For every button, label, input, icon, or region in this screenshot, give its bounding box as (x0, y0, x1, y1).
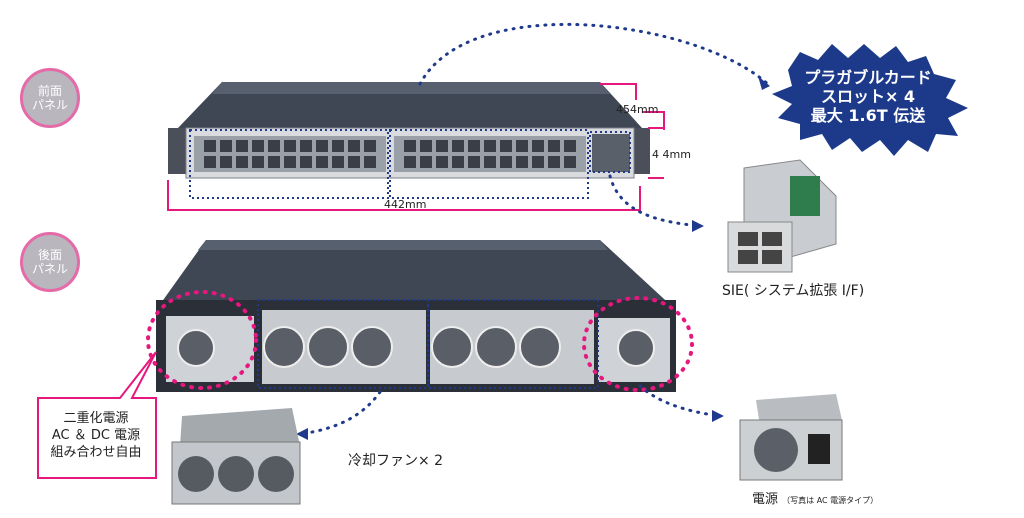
psu-label-note: （写真は AC 電源タイプ） (782, 496, 879, 505)
depth-line (600, 83, 637, 100)
port (500, 140, 512, 152)
port (284, 140, 296, 152)
port (220, 140, 232, 152)
fan-label: 冷却ファン× 2 (348, 453, 444, 469)
port (532, 156, 544, 168)
port (364, 140, 376, 152)
port (204, 156, 216, 168)
rear-fans (177, 326, 655, 368)
port (548, 156, 560, 168)
width-dimension: 442mm (384, 198, 427, 211)
port (268, 156, 280, 168)
fan-tray-image (171, 408, 301, 505)
fan-icon (307, 326, 349, 368)
sie-label: SIE( システム拡張 I/F) (722, 283, 865, 299)
port (420, 156, 432, 168)
psu-highlight-left (146, 290, 258, 390)
cloud-line-2: スロット× 4 (820, 87, 916, 106)
redundancy-line-3: 組み合わせ自由 (50, 445, 142, 460)
sie-outline (589, 131, 631, 173)
depth-dimension: 454mm (616, 103, 659, 116)
redundancy-line-2: AC ＆ DC 電源 (51, 428, 141, 443)
slot-cloud-shape (772, 44, 968, 156)
slot-cloud-text: プラガブルカード スロット× 4 最大 1.6T 伝送 (778, 68, 958, 125)
psu-highlight-right (582, 296, 694, 392)
psu-label-main: 電源 (752, 492, 779, 507)
port (284, 156, 296, 168)
psu-arrow (638, 384, 722, 418)
port (516, 140, 528, 152)
fan-arrow (298, 390, 382, 436)
rear-panel-label-text: 後面 パネル (31, 248, 68, 276)
port (348, 140, 360, 152)
port (468, 140, 480, 152)
rear-chassis (156, 240, 676, 392)
port (300, 140, 312, 152)
port (364, 156, 376, 168)
fan-icon (263, 326, 305, 368)
port (268, 140, 280, 152)
port (316, 140, 328, 152)
cloud-arrow (418, 23, 772, 88)
port (452, 156, 464, 168)
slot-outline-1 (189, 129, 389, 199)
rear-panel-label: 後面 パネル (20, 232, 80, 292)
port (564, 156, 576, 168)
port (452, 140, 464, 152)
fan-outline-1 (257, 299, 429, 389)
height-dimension: 4 4mm (652, 148, 691, 161)
front-panel-label: 前面 パネル (20, 68, 80, 128)
port (516, 156, 528, 168)
fan-icon (475, 326, 517, 368)
port (548, 140, 560, 152)
port (436, 156, 448, 168)
port (532, 140, 544, 152)
port (436, 140, 448, 152)
psu-label: 電源 （写真は AC 電源タイプ） (752, 488, 878, 507)
port (348, 156, 360, 168)
depth-line-2 (642, 111, 665, 130)
port (236, 140, 248, 152)
cloud-line-1: プラガブルカード (804, 68, 932, 87)
front-panel-label-text: 前面 パネル (31, 84, 68, 112)
port (500, 156, 512, 168)
redundancy-line-1: 二重化電源 (63, 411, 129, 426)
port (564, 140, 576, 152)
port (204, 140, 216, 152)
sie-module-image (727, 159, 837, 273)
redundancy-text: 二重化電源 AC ＆ DC 電源 組み合わせ自由 (36, 410, 156, 461)
port (420, 140, 432, 152)
width-line (167, 180, 641, 211)
psu-image (739, 394, 843, 481)
port (484, 156, 496, 168)
psu-fan-icon (617, 329, 655, 367)
fan-icon (351, 326, 393, 368)
port (404, 156, 416, 168)
port (300, 156, 312, 168)
port (316, 156, 328, 168)
port (236, 156, 248, 168)
port (220, 156, 232, 168)
redundancy-callout-box (37, 351, 157, 479)
psu-fan-icon (177, 329, 215, 367)
port (332, 140, 344, 152)
port (468, 156, 480, 168)
fan-icon (519, 326, 561, 368)
fan-icon (431, 326, 473, 368)
port (484, 140, 496, 152)
port (252, 156, 264, 168)
port (252, 140, 264, 152)
port (404, 140, 416, 152)
fan-outline-2 (427, 299, 599, 389)
front-ports (204, 140, 576, 168)
sie-arrow (608, 174, 702, 228)
cloud-line-3: 最大 1.6T 伝送 (810, 106, 926, 125)
slot-outline-2 (389, 129, 589, 199)
port (332, 156, 344, 168)
